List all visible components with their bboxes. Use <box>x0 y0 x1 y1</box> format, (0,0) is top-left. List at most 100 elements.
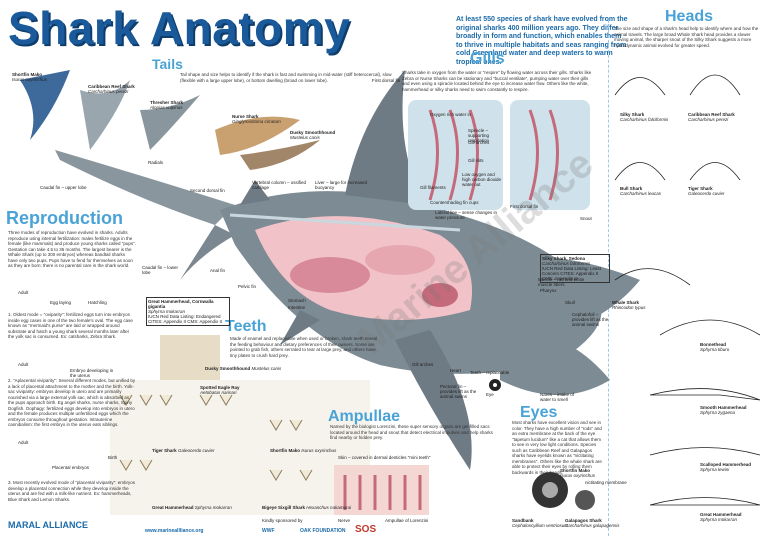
section-title-tails: Tails <box>152 56 183 72</box>
intestine <box>290 257 370 293</box>
teeth-species-4: Shortfin Mako Isurus oxyrinchus <box>270 448 337 453</box>
liver <box>365 245 435 275</box>
label-heart: Heart <box>450 368 462 373</box>
thresher-tail <box>140 95 200 150</box>
label-nares: Nares – intake of water to smell <box>540 392 575 402</box>
label-pharynx: Pharynx <box>540 288 557 293</box>
stomach <box>422 283 458 307</box>
repro-label-adult-2: Adult <box>18 362 29 367</box>
label-first-dorsal: First dorsal fin <box>372 78 401 83</box>
label-pectoral: Pectoral fin – provides lift as the anim… <box>440 384 477 399</box>
repro-label-adult-1: Adult <box>18 290 29 295</box>
gill-label-5: Low oxygen and high carbon dioxide water… <box>462 172 502 187</box>
label-snout: Snout <box>580 216 592 221</box>
label-intestine: Intestine <box>288 305 306 310</box>
repro-mode-1: 1. Oldest mode = "oviparity": fertilized… <box>8 312 133 339</box>
teeth-species-3: Tiger Shark Galeocerdo cuvier <box>152 448 215 453</box>
repro-intro: Three modes of reproduction have evolved… <box>8 230 137 268</box>
label-gill-arches: Gill arches <box>412 362 434 367</box>
teeth-species-5: Great Hammerhead Sphyrna mokarran <box>152 505 232 510</box>
sponsor-3: SOS <box>355 524 377 535</box>
repro-label-embryo: Embryo developing in the uterus <box>70 368 114 378</box>
footer-logo: MARAL ALLIANCE <box>8 520 88 530</box>
vertebral-column <box>229 213 461 232</box>
tails-intro: Tail shape and size helps to identify if… <box>180 72 392 83</box>
gill-label-1: Oxygen rich water in <box>430 112 472 117</box>
pectoral-fin <box>395 330 472 470</box>
gills-intro: Sharks take in oxygen from the water or … <box>402 70 592 92</box>
label-stomach: Stomach <box>288 298 306 303</box>
label-radials: Radials <box>148 160 164 165</box>
repro-mode-2: 2. "Aplacental viviparity": Several diff… <box>8 378 136 427</box>
heads-intro: The size and shape of a shark's head hel… <box>614 26 759 48</box>
cephalofoil <box>470 257 640 340</box>
label-muscle: Muscle – red and white muscle fibers <box>538 277 585 287</box>
footer-website[interactable]: www.marineallliance.org <box>145 528 204 534</box>
repro-mode-3: 3. Most recently evolved mode of "placen… <box>8 480 135 502</box>
label-caudal-upper: Caudal fin – upper lobe <box>40 185 87 190</box>
gill-diagram-right <box>510 100 590 210</box>
first-dorsal-fin <box>345 70 425 205</box>
repro-label-birth: Birth <box>108 455 118 460</box>
shortfin-mako-tail <box>20 70 70 140</box>
page-title: Shark Anatomy <box>8 2 351 54</box>
label-cephalofoil: Cephalofoil – provides lift as the anima… <box>572 312 609 327</box>
footer-sponsored: Kindly sponsored by <box>262 518 303 523</box>
label-teeth-replaceable: Teeth – replaceable <box>470 370 510 375</box>
eyes-intro: Most sharks have excellent vision and se… <box>512 420 602 475</box>
label-eye: Eye <box>486 392 494 397</box>
section-title-ampullae: Ampullae <box>328 408 401 425</box>
jaw-teeth-panel <box>160 335 220 380</box>
gill-label-7: Lateral line – sense changes in water pr… <box>435 210 498 220</box>
section-title-teeth: Teeth <box>225 318 267 335</box>
caudal-lower-lobe <box>180 225 235 280</box>
teeth-species-6: Bigeye Sixgill Shark Hexanchus nakamurai <box>262 505 352 510</box>
pelvic-fin <box>280 310 320 345</box>
gill-label-8: Countershading fin cups <box>430 200 479 205</box>
ampullae-diagram <box>334 465 429 515</box>
head-outlines <box>614 74 761 506</box>
section-title-heads: Heads <box>665 8 714 25</box>
caribbean-reef-tail <box>80 80 130 150</box>
eye-illustration-2 <box>575 490 595 510</box>
sponsor-1: WWF <box>262 528 275 534</box>
label-caudal-lower: Caudal fin – lower lobe <box>142 265 179 275</box>
gill-label-3: Spiracle – supporting respiration <box>468 128 490 143</box>
repro-label-placental: Placental embryos <box>52 465 90 470</box>
gill-label-9: First dorsal fin <box>510 204 539 209</box>
intro-text: At least 550 species of shark have evolv… <box>456 16 628 66</box>
label-second-dorsal: Second dorsal fin <box>190 188 225 193</box>
label-anal-fin: Anal fin <box>210 268 226 273</box>
caudal-upper-lobe <box>55 150 235 225</box>
head-lower <box>500 335 610 395</box>
repro-label-egg: Egg laying <box>50 300 72 305</box>
ampullae-skin: Skin – covered in dermal denticles "mini… <box>338 455 431 460</box>
label-liver: Liver – large for increased buoyancy <box>315 180 368 190</box>
ampullae-intro: Named by the biologist Lorenzini, these … <box>330 424 493 440</box>
section-title-gills: Gills <box>470 50 505 67</box>
eye-label-2: nictitating membrane <box>585 480 627 485</box>
repro-label-adult-3: Adult <box>18 440 29 445</box>
gill-label-6: Gill filaments <box>420 185 446 190</box>
gill-label-4: Gill slits <box>468 158 484 163</box>
section-title-reproduction: Reproduction <box>6 208 123 228</box>
